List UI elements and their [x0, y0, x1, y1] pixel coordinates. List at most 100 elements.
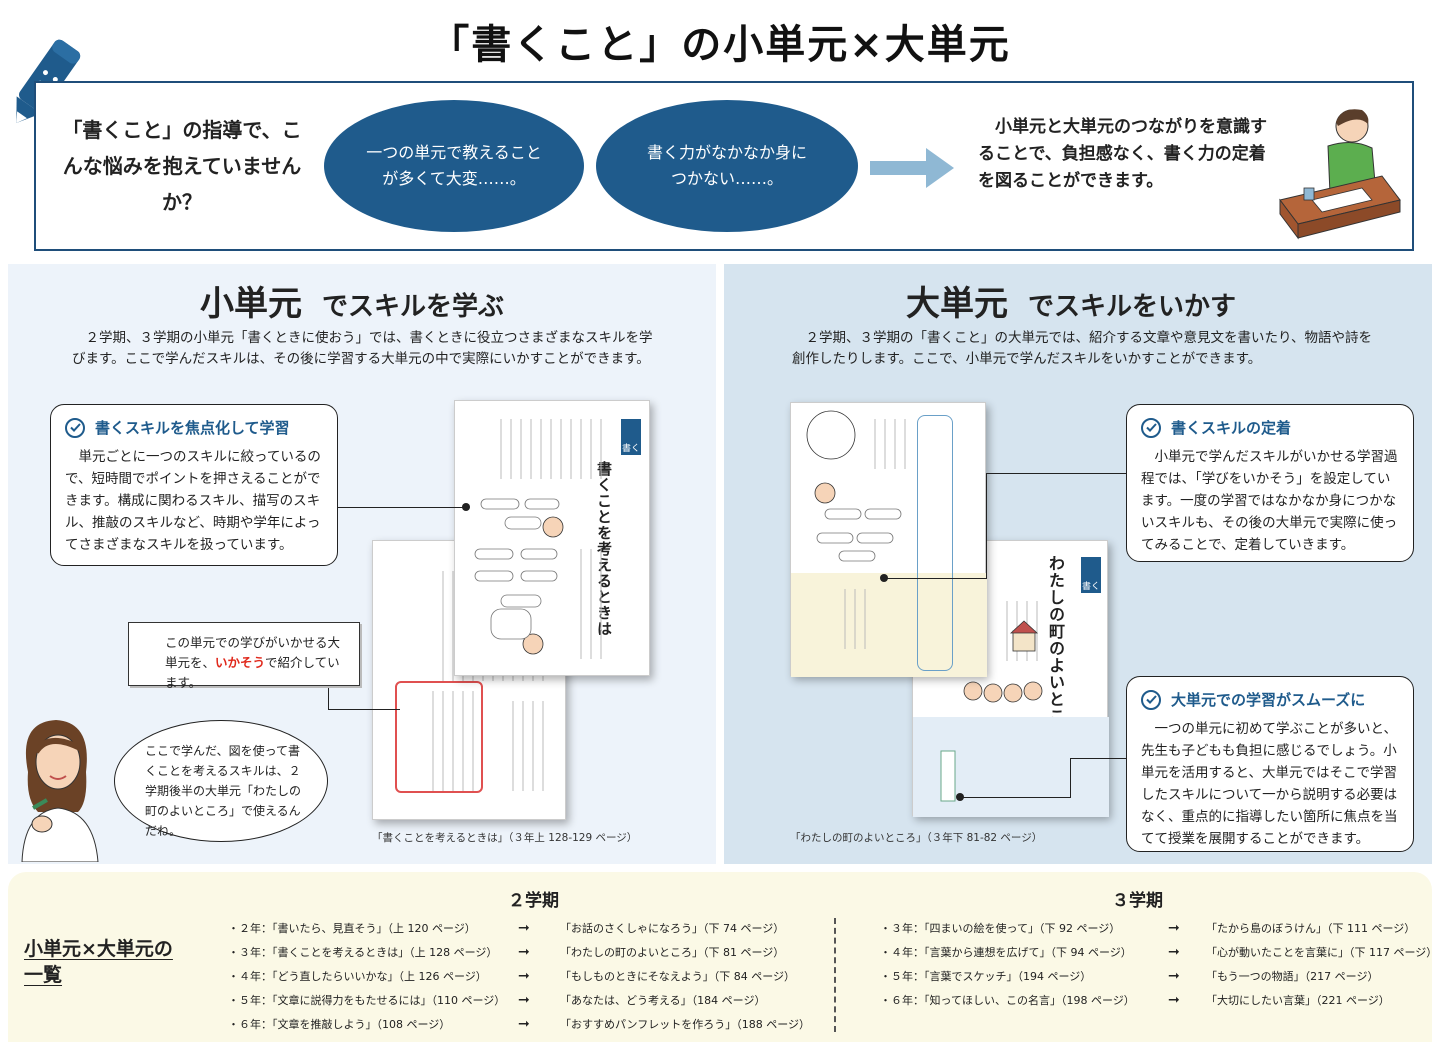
arrow-icon: ➞ — [518, 920, 530, 936]
heading-main: 大単元 — [906, 284, 1008, 324]
textbook-page-128: 書く 書くことを考えるときは — [454, 400, 650, 676]
term3-to-list: 「たから島のぼうけん」（下 111 ページ） 「心が動いたことを言葉に」（下 1… — [1206, 916, 1437, 1012]
card-title-text: 大単元での学習がスムーズに — [1171, 691, 1366, 709]
list-item: ・４年：「言葉から連想を広げて」（下 94 ページ） — [880, 946, 1132, 959]
list-item: 「わたしの町のよいところ」（下 81 ページ） — [560, 946, 785, 959]
worry-text: 書く力がなかなか身につかない……。 — [647, 143, 808, 188]
skill-fixation-card: 書くスキルの定着 小単元で学んだスキルがいかせる学習過程では、「学びをいかそう」… — [1126, 404, 1414, 562]
card-body: 単元ごとに一つのスキルに絞っているので、短時間でポイントを押さえることができます… — [65, 449, 321, 553]
term3-arrows: ➞ ➞ ➞ ➞ — [1168, 916, 1194, 1012]
skill-focus-card: 書くスキルを焦点化して学習 単元ごとに一つのスキルに絞っているので、短時間でポイ… — [50, 404, 338, 566]
left-caption: 「書くことを考えるときは」（３年上 128-129 ページ） — [372, 832, 638, 844]
left-heading: 小単元でスキルを学ぶ — [200, 276, 504, 325]
textbook-page-title: 書くことを考えるときは — [595, 461, 613, 637]
card-title: 大単元での学習がスムーズに — [1141, 689, 1399, 710]
card-title: 書くスキルの定着 — [1141, 417, 1399, 438]
list-item: 「おすすめパンフレットを作ろう」（188 ページ） — [560, 1018, 810, 1031]
worry-text: 一つの単元で教えることが多くて大変……。 — [366, 143, 542, 188]
heading-main: 小単元 — [200, 284, 302, 324]
card-title-text: 書くスキルを焦点化して学習 — [95, 419, 290, 437]
term2-to-list: 「お話のさくしゃになろう」（下 74 ページ） 「わたしの町のよいところ」（下 … — [560, 916, 810, 1036]
list-item: ・２年：「書いたら、見直そう」（上 120 ページ） — [228, 922, 476, 935]
list-item: ・６年：「知ってほしい、この名言」（198 ページ） — [880, 994, 1135, 1007]
manabi-box — [917, 415, 953, 671]
page-diagrams — [474, 419, 602, 659]
textbook-page-title: わたしの町のよいところ — [1046, 555, 1065, 742]
list-item: ・５年：「文章に説得力をもたせるには」（110 ページ） — [228, 994, 506, 1007]
card-body: 小単元で学んだスキルがいかせる学習過程では、「学びをいかそう」を設定しています。… — [1141, 449, 1398, 553]
page-illustrations — [940, 601, 1043, 802]
worry-bubble: 書く力がなかなか身につかない……。 — [596, 100, 858, 232]
intro-solution: 小単元と大単元のつながりを意識することで、負担感なく、書く力の定着を図ることがで… — [978, 117, 1267, 191]
connector-line — [1070, 758, 1128, 759]
arrow-icon: ➞ — [1168, 920, 1180, 936]
arrow-icon: ➞ — [518, 968, 530, 984]
right-heading: 大単元でスキルをいかす — [906, 276, 1236, 325]
note-text: この単元での学びがいかせる大単元を、 — [165, 635, 341, 670]
connector-line — [960, 797, 1070, 798]
arrow-right-icon — [870, 148, 954, 188]
list-item: ・５年：「言葉でスケッチ」（194 ページ） — [880, 970, 1092, 983]
teacher-illustration — [1279, 109, 1401, 240]
list-item: 「あなたは、どう考える」（184 ページ） — [560, 994, 766, 1007]
card-title: 書くスキルを焦点化して学習 — [65, 417, 323, 438]
right-caption: 「わたしの町のよいところ」（３年下 81-82 ページ） — [790, 832, 1043, 844]
page-band — [791, 573, 987, 677]
term2-heading: ２学期 — [508, 891, 559, 911]
overview-label-line: 一覧 — [24, 964, 63, 986]
right-intro: ２学期、３学期の「書くこと」の大単元では、紹介する文章や意見文を書いたり、物語や… — [792, 330, 1372, 367]
list-item: 「もしものときにそなえよう」（下 84 ページ） — [560, 970, 796, 983]
arrow-icon: ➞ — [518, 944, 530, 960]
list-item: ・３年：「書くことを考えるときは」（上 128 ページ） — [228, 946, 498, 959]
ikasou-box — [395, 681, 483, 793]
speech-bubble: ここで学んだ、図を使って書くことを考えるスキルは、２学期後半の大単元「わたしの町… — [114, 720, 328, 842]
connector-line — [1070, 758, 1071, 798]
overview-section — [8, 872, 1432, 1042]
connector-line — [986, 473, 987, 579]
heading-sub: でスキルをいかす — [1028, 292, 1237, 322]
connector-dot — [956, 793, 964, 801]
check-icon — [1141, 689, 1161, 710]
arrow-icon: ➞ — [1168, 968, 1180, 984]
page-title: 「書くこと」の小単元×大単元 — [429, 22, 1011, 68]
page-diagrams — [806, 410, 906, 649]
woman-illustration — [21, 720, 99, 862]
left-intro: ２学期、３学期の小単元「書くときに使おう」では、書くときに役立つさまざまなスキル… — [72, 330, 653, 367]
connector-dot — [462, 503, 470, 511]
list-item: ・６年：「文章を推敲しよう」（108 ページ） — [228, 1018, 451, 1031]
overview-label: 小単元×大単元の 一覧 — [24, 936, 173, 988]
list-item: ・３年：「四まいの絵を使って」（下 92 ページ） — [880, 922, 1121, 935]
connector-line — [328, 686, 329, 710]
ikasou-note: この単元での学びがいかせる大単元を、いかそうで紹介しています。 — [128, 622, 360, 690]
intro-question: 「書くこと」の指導で、こんな悩みを抱えていませんか？ — [62, 118, 302, 214]
card-title-text: 書くスキルの定着 — [1171, 419, 1292, 437]
term3-heading: ３学期 — [1112, 891, 1163, 911]
term2-from-list: ・２年：「書いたら、見直そう」（上 120 ページ） ・３年：「書くことを考える… — [228, 916, 505, 1036]
term3-from-list: ・３年：「四まいの絵を使って」（下 92 ページ） ・４年：「言葉から連想を広げ… — [880, 916, 1135, 1012]
arrow-icon: ➞ — [518, 992, 530, 1008]
list-item: 「心が動いたことを言葉に」（下 117 ページ） — [1206, 946, 1438, 959]
overview-label-line: 小単元×大単元の — [24, 938, 173, 960]
arrow-icon: ➞ — [518, 1016, 530, 1032]
list-item: ・４年：「どう直したらいいかな」（上 126 ページ） — [228, 970, 487, 983]
term2-arrows: ➞ ➞ ➞ ➞ ➞ — [518, 916, 544, 1036]
connector-line — [884, 578, 986, 579]
arrow-icon: ➞ — [1168, 992, 1180, 1008]
check-icon — [65, 417, 85, 438]
note-text: で紹介しています。 — [165, 655, 340, 690]
list-item: 「もう一つの物語」（217 ページ） — [1206, 970, 1379, 983]
connector-line — [338, 507, 466, 508]
list-item: 「たから島のぼうけん」（下 111 ページ） — [1206, 922, 1416, 935]
connector-dot — [880, 574, 888, 582]
connector-line — [986, 473, 1128, 474]
list-item: 「大切にしたい言葉」（221 ページ） — [1206, 994, 1390, 1007]
card-body: 一つの単元に初めて学ぶことが多いと、先生も子どもも負担に感じるでしょう。小単元を… — [1141, 721, 1398, 847]
textbook-page-82 — [790, 402, 987, 677]
page-tag: 書く — [1081, 557, 1101, 593]
smooth-learning-card: 大単元での学習がスムーズに 一つの単元に初めて学ぶことが多いと、先生も子どもも負… — [1126, 676, 1414, 852]
term-divider — [834, 918, 836, 1032]
heading-sub: でスキルを学ぶ — [322, 292, 505, 322]
page-tag: 書く — [621, 419, 641, 455]
note-highlight: いかそう — [215, 655, 266, 670]
check-icon — [1141, 417, 1161, 438]
